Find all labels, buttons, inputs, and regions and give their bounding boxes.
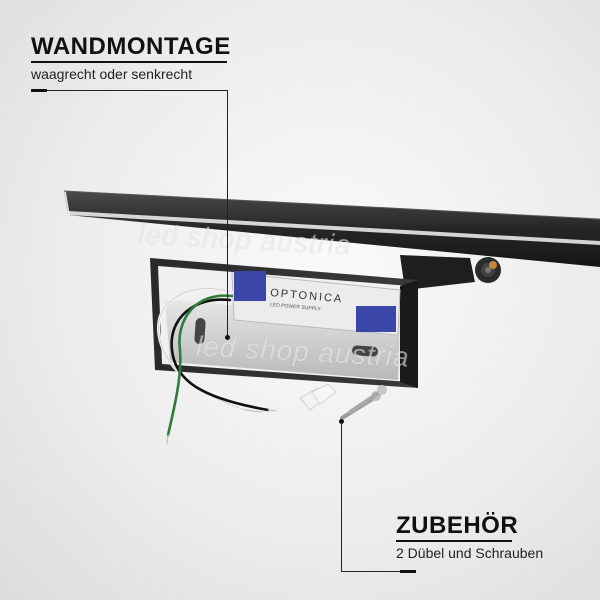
driver-type-label: LED POWER SUPPLY — [270, 302, 322, 312]
accessories-heading: ZUBEHÖR — [396, 512, 519, 539]
accessories-underline — [396, 540, 512, 542]
bottom-leader-endcap — [400, 570, 416, 573]
bottom-leader-dot — [339, 419, 344, 424]
bottom-leader-horizontal — [341, 571, 400, 572]
top-leader-endcap — [31, 89, 47, 92]
lamp-bar — [63, 190, 600, 267]
top-leader-vertical — [227, 90, 228, 338]
top-leader-horizontal — [47, 90, 227, 91]
dowels-and-screws — [299, 383, 387, 420]
wall-mount-heading: WANDMONTAGE — [31, 33, 231, 60]
bottom-leader-vertical — [341, 422, 342, 571]
mounting-arm — [400, 255, 501, 290]
power-wires — [157, 287, 277, 445]
top-leader-dot — [225, 335, 230, 340]
accessories-subtitle: 2 Dübel und Schrauben — [396, 545, 544, 561]
wall-mount-underline — [31, 61, 227, 63]
wall-mount-subtitle: waagrecht oder senkrecht — [31, 66, 193, 82]
